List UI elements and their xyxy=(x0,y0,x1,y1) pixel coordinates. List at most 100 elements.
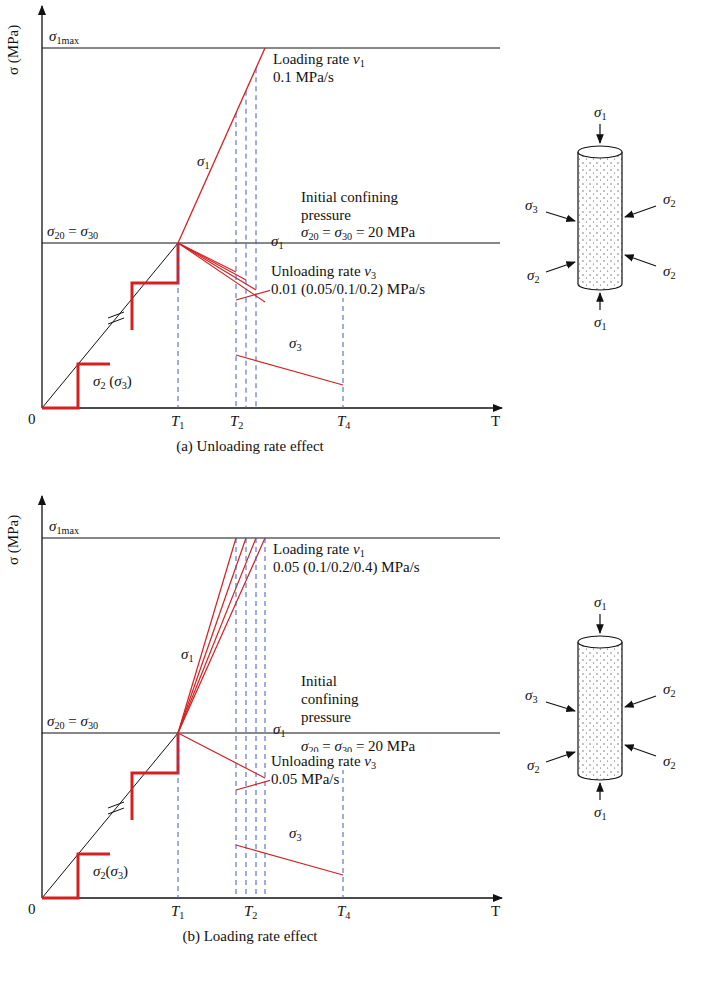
confining-steps xyxy=(132,733,178,820)
chart-label: σ20 = σ30 = 20 MPa xyxy=(300,223,416,241)
chart-label: T2 xyxy=(243,902,258,920)
chart-label: σ1 xyxy=(270,232,285,250)
chart-label: σ20 = σ30 xyxy=(46,222,99,240)
stress-arrow xyxy=(599,614,600,633)
chart-label: σ3 xyxy=(524,686,539,704)
chart-label: σ20 = σ30 xyxy=(46,712,99,730)
specimen-body xyxy=(578,152,622,290)
chart-label: Initial confining pressure xyxy=(300,672,382,726)
stress-arrow xyxy=(546,752,575,762)
chart-label: T4 xyxy=(336,412,351,430)
chart-label: σ2 xyxy=(662,190,677,208)
chart-label: σ3 xyxy=(288,824,303,842)
time-marker xyxy=(256,538,257,898)
chart-label: 0 xyxy=(27,900,37,918)
chart-label: 0.05 MPa/s xyxy=(270,770,340,788)
sigma3-branch xyxy=(236,845,343,875)
chart-label: σ2(σ3) xyxy=(92,862,129,880)
time-marker xyxy=(236,538,237,898)
chart-label: 0 xyxy=(27,410,37,428)
chart-label: Unloading rate ν3 xyxy=(270,262,377,280)
loading-line xyxy=(178,538,236,733)
chart-label: σ1 xyxy=(272,720,287,738)
sigma1max-line xyxy=(42,48,500,49)
stress-arrow xyxy=(599,293,600,310)
specimen-body xyxy=(578,642,622,780)
chart-label: T2 xyxy=(229,412,244,430)
unloading-line xyxy=(178,733,265,778)
sigma1max-line xyxy=(42,538,500,539)
stress-arrow xyxy=(546,262,575,272)
chart-label: σ2 (σ3) xyxy=(92,372,133,390)
chart-label: 0.05 (0.1/0.2/0.4) MPa/s xyxy=(272,558,421,576)
stress-arrow xyxy=(625,696,656,707)
time-marker xyxy=(256,68,257,408)
chart-label: T1 xyxy=(170,412,185,430)
confining-steps xyxy=(42,364,110,408)
unloading-line xyxy=(178,243,256,290)
loading-line xyxy=(178,48,265,243)
break-mark xyxy=(108,312,124,318)
x-axis xyxy=(42,897,502,898)
break-mark xyxy=(108,802,124,808)
panel xyxy=(42,6,656,408)
chart-label: Loading rate ν1 xyxy=(272,540,366,558)
chart-label: σ1 xyxy=(593,313,608,331)
stress-arrow xyxy=(599,124,600,143)
chart-label: Initial confining pressure xyxy=(300,188,432,224)
confining-steps xyxy=(42,854,110,898)
hydrostatic-line xyxy=(42,733,178,898)
loading-line xyxy=(178,538,265,733)
stress-arrow xyxy=(625,745,656,756)
specimen-top xyxy=(578,146,622,158)
break-mark xyxy=(108,808,124,814)
chart-label: σ1 xyxy=(180,645,195,663)
panel xyxy=(42,496,656,898)
confining-steps xyxy=(132,243,178,330)
sigma3-branch xyxy=(236,355,343,385)
stress-arrow xyxy=(625,206,656,217)
unloading-line xyxy=(178,243,265,302)
chart-label: σ2 xyxy=(662,680,677,698)
loading-line xyxy=(178,538,256,733)
break-mark xyxy=(108,318,124,324)
chart-label: σ1 xyxy=(593,103,608,121)
chart-label: σ2 xyxy=(526,266,541,284)
chart-label: T1 xyxy=(170,902,185,920)
time-marker xyxy=(178,733,179,898)
stress-arrow xyxy=(546,702,575,711)
chart-label: 0.01 (0.05/0.1/0.2) MPa/s xyxy=(270,280,426,298)
chart-label: σ1max xyxy=(48,27,80,45)
chart-label: σ (MPa) xyxy=(4,24,22,76)
chart-label: σ2 xyxy=(662,262,677,280)
chart-label: T xyxy=(490,902,501,920)
chart-label: T4 xyxy=(336,902,351,920)
chart-label: Loading rate ν1 xyxy=(272,50,366,68)
time-marker xyxy=(178,243,179,408)
stress-arrow xyxy=(625,255,656,266)
time-marker xyxy=(236,113,237,408)
chart-label: σ2 xyxy=(526,756,541,774)
chart-label: Unloading rate ν3 xyxy=(270,752,377,770)
chart-label: (b) Loading rate effect xyxy=(181,927,318,945)
chart-label: σ (MPa) xyxy=(4,514,22,566)
time-marker xyxy=(246,91,247,408)
chart-label: σ3 xyxy=(288,334,303,352)
specimen-top xyxy=(578,636,622,648)
chart-label: T xyxy=(490,412,501,430)
chart-label: σ2 xyxy=(662,752,677,770)
y-axis xyxy=(41,6,42,408)
time-marker xyxy=(265,538,266,898)
time-marker xyxy=(343,760,344,898)
chart-label: σ3 xyxy=(524,196,539,214)
y-axis xyxy=(41,496,42,898)
stress-arrow xyxy=(546,212,575,221)
hydrostatic-line xyxy=(42,243,178,408)
chart-label: σ1max xyxy=(48,517,80,535)
chart-label: σ1 xyxy=(593,593,608,611)
confining-line xyxy=(42,733,500,734)
x-axis xyxy=(42,407,502,408)
chart-label: 0.1 MPa/s xyxy=(272,68,335,86)
chart-label: (a) Unloading rate effect xyxy=(175,437,325,455)
